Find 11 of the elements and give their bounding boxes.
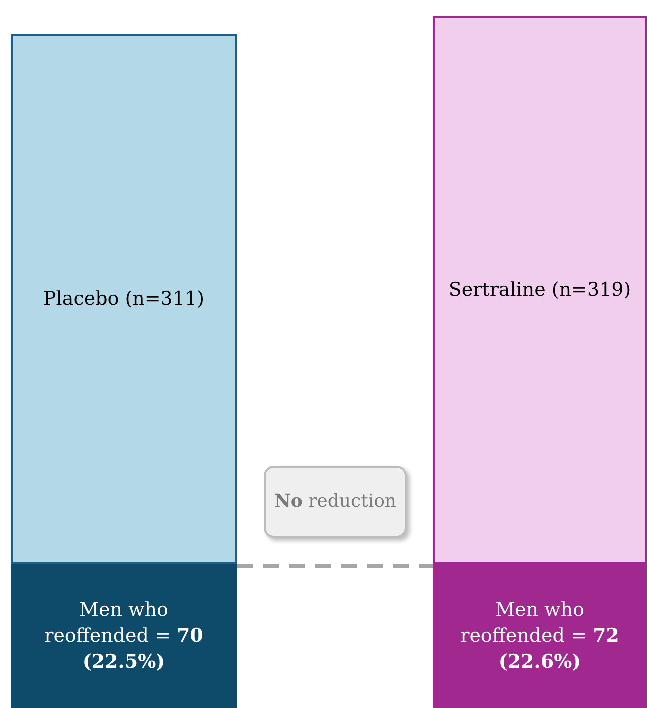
bar-segment [11, 564, 237, 708]
bar-label: Placebo (n=311) [44, 287, 204, 312]
dashed-connector [237, 564, 433, 568]
bar-segment [433, 564, 647, 708]
bar-label: Men who reoffended = 72 (22.6%) [460, 598, 620, 675]
bar-segment [11, 34, 237, 564]
bar-label: Men who reoffended = 70 (22.5%) [44, 598, 204, 675]
bar-label: Sertraline (n=319) [448, 278, 632, 303]
bar-segment [433, 16, 647, 564]
callout-box [264, 466, 407, 538]
callout-text: No reduction [274, 490, 397, 514]
